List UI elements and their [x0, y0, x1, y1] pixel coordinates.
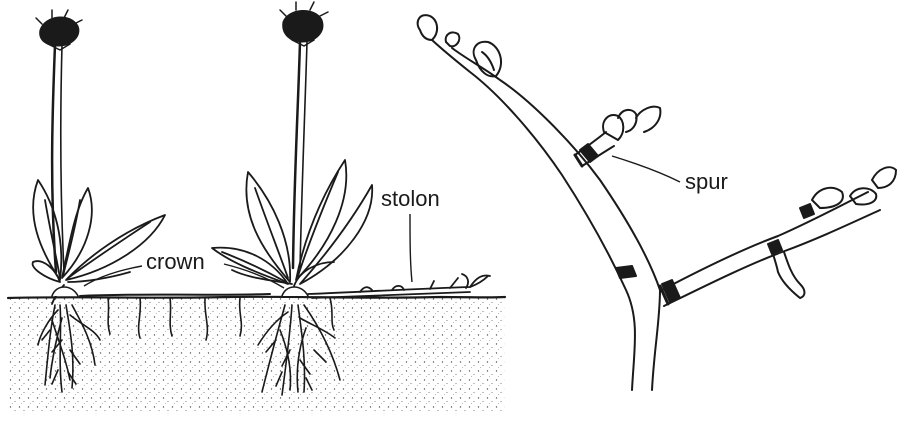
middle-flower [280, 2, 328, 268]
crown-label: crown [146, 251, 205, 273]
stolon-label: stolon [381, 188, 440, 210]
stolon-extension [308, 274, 490, 298]
spur-leader [612, 156, 680, 182]
stolon-runner [80, 294, 270, 296]
branch-tip-buds [418, 15, 501, 76]
soil [8, 297, 505, 412]
spur-label: spur [685, 171, 728, 193]
stolon-leader [410, 214, 412, 282]
